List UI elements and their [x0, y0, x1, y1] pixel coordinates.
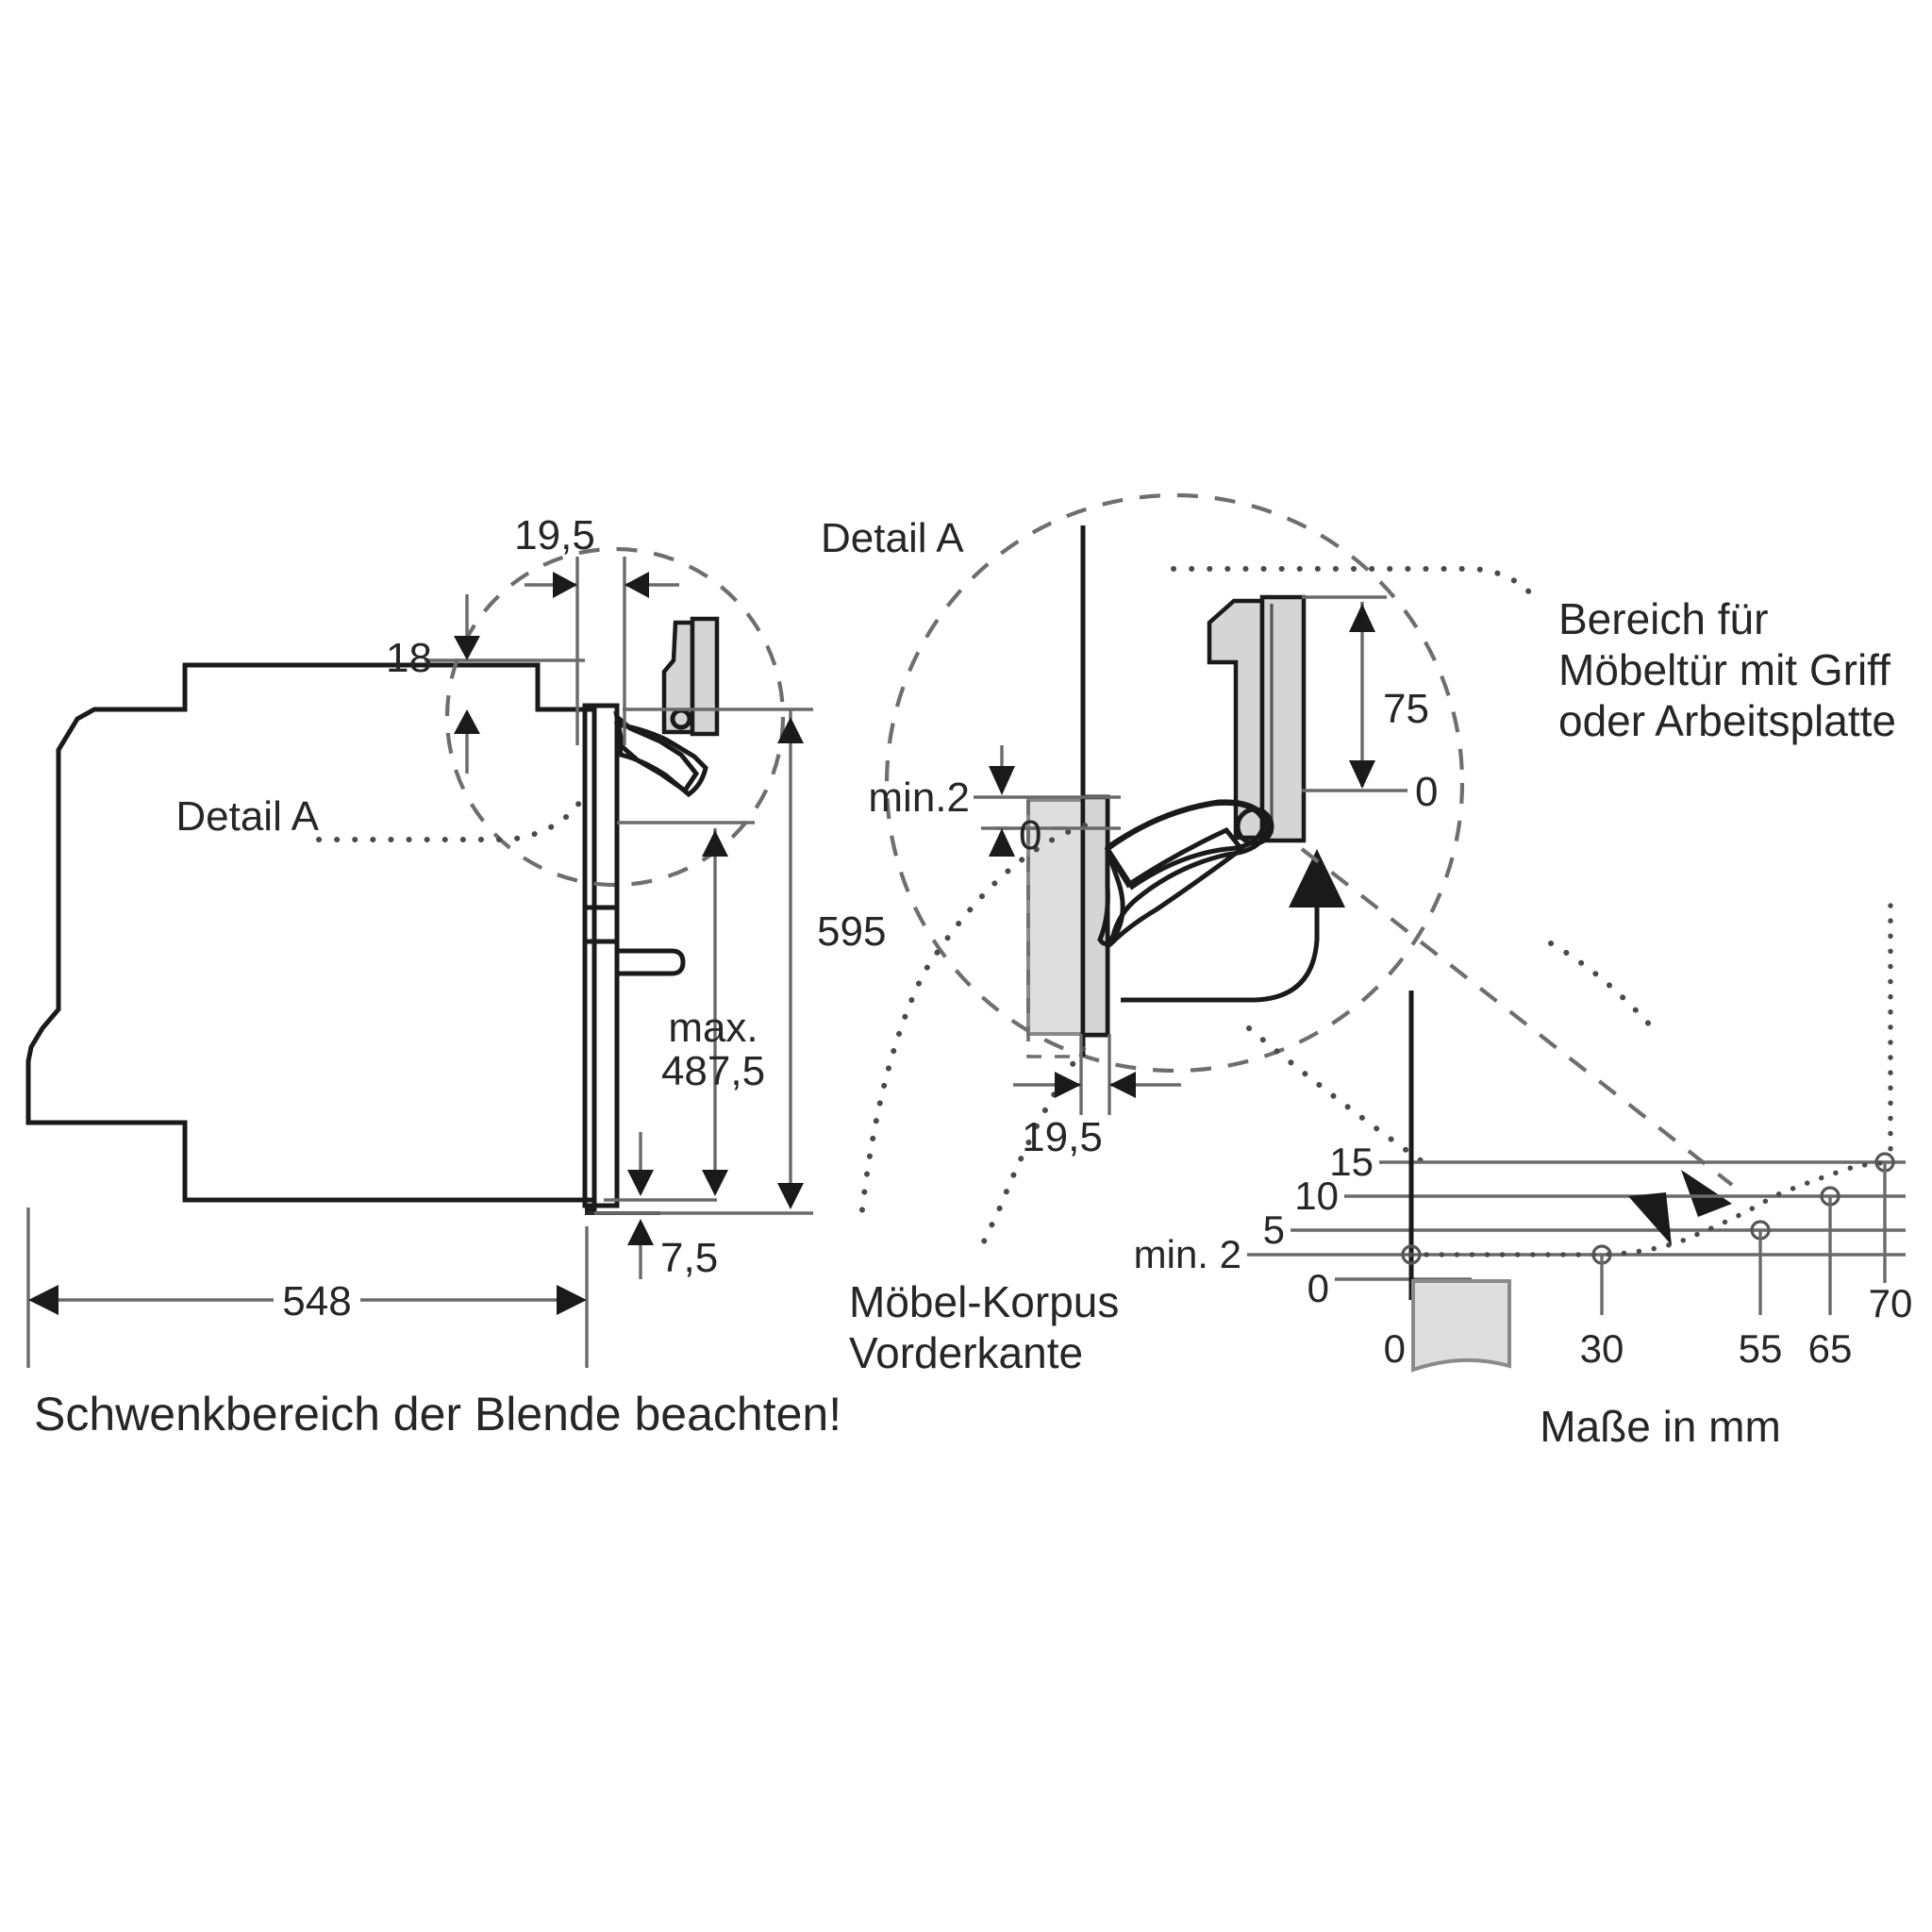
appliance-panel-body [1026, 798, 1089, 1036]
dimension-19-5-left: 19,5 [514, 512, 679, 745]
chart-ylabel-5: 5 [1263, 1208, 1285, 1252]
dimension-18-left: 18 [386, 594, 585, 774]
swing-arrow-curve [1121, 883, 1320, 1003]
door-panel-plate [1259, 594, 1307, 843]
chart-series-curve [1408, 1159, 1890, 1257]
arrow-up-75 [1349, 760, 1375, 789]
oven-top-step [182, 662, 594, 712]
dim-595-label: 595 [817, 908, 886, 955]
dim-487-5-label: 487,5 [661, 1048, 765, 1094]
swing-warning-text: Schwenkbereich der Blende beachten! [34, 1388, 841, 1441]
dimension-548: 548 [26, 1208, 589, 1368]
dimension-7-5: 7,5 [627, 1132, 718, 1281]
detail-a-view: Detail A min.2 0 [821, 492, 1896, 1377]
chart-door-block [1411, 1279, 1511, 1373]
dim-75-label: 75 [1383, 686, 1429, 732]
chart-ylabel-10: 10 [1294, 1174, 1339, 1218]
dim-548-label: 548 [282, 1278, 351, 1324]
swing-arc-circle [444, 546, 786, 888]
chart-ylabel-15: 15 [1329, 1140, 1374, 1184]
panel-plate [690, 616, 720, 737]
arrow-up-595 [777, 717, 804, 743]
left-view-hinge-assembly [613, 616, 720, 798]
oven-bottom-edge [185, 1197, 597, 1212]
korpus-line-2: Vorderkante [849, 1328, 1083, 1377]
bereich-line-2: Möbeltür mit Griff [1558, 645, 1890, 694]
dim-19-5-detail-label: 19,5 [1022, 1114, 1103, 1160]
chart-ylabel-0: 0 [1307, 1266, 1329, 1310]
dimension-min-2: min.2 0 [868, 745, 1121, 858]
dim-max-label: max. [668, 1005, 758, 1051]
arrow-up-487-5 [702, 830, 728, 857]
dim-18-label: 18 [386, 635, 432, 681]
left-detail-a-label: Detail A [175, 793, 319, 840]
dim-min-2-label: min.2 [868, 774, 970, 821]
dimension-19-5-detail: 19,5 [1013, 1034, 1181, 1160]
chart-xlabel-30: 30 [1580, 1326, 1624, 1371]
arrow-left-548 [28, 1285, 58, 1315]
dimension-595: 595 [594, 708, 886, 1215]
chart-xlabel-55: 55 [1739, 1326, 1783, 1371]
door-handle-stub [617, 948, 686, 976]
hinge-arm-left [613, 710, 700, 794]
oven-body-outline [25, 662, 597, 1203]
dimension-max-487-5: max. 487,5 [604, 821, 765, 1202]
arrow-down-min-2 [989, 766, 1015, 795]
hinge-arm-body [1097, 799, 1271, 946]
front-panel-step [585, 905, 620, 944]
annotation-korpus: Möbel-Korpus Vorderkante [849, 1277, 1119, 1377]
furniture-door-panel [1207, 594, 1307, 843]
swing-motion-arrow [1121, 849, 1345, 1003]
dimension-75: 75 0 [1302, 595, 1438, 815]
arrow-down-595 [777, 1183, 804, 1209]
arrow-left-19-5 [625, 572, 649, 598]
detail-hinge-arm [1097, 799, 1274, 949]
bereich-line-3: oder Arbeitsplatte [1558, 696, 1896, 745]
arrow-up-7-5 [627, 1219, 654, 1245]
panel-ghost-outline [1026, 800, 1083, 1058]
projection-arrowhead [1681, 1170, 1732, 1217]
arrow-down-18 [454, 636, 480, 660]
projection-to-chart [1300, 847, 1734, 1187]
swing-clearance-chart: 15 10 5 min. 2 0 0 30 55 65 70 Maße in m… [1134, 903, 1913, 1451]
chart-xlabel-0: 0 [1384, 1326, 1406, 1371]
arrow-down-75 [1349, 604, 1375, 632]
hinge-arm-main [614, 722, 708, 798]
arrow-right-548 [557, 1285, 587, 1315]
arrow-left-19-5-detail [1109, 1072, 1136, 1098]
detail-a-leader-left [316, 788, 590, 842]
bereich-line-1: Bereich für [1558, 594, 1768, 643]
swing-arrow-head [1289, 849, 1345, 908]
chart-ylabel-min2: min. 2 [1134, 1232, 1241, 1276]
units-note: Maße in mm [1540, 1402, 1781, 1451]
leader-bereich-2 [1548, 941, 1656, 1031]
arrow-right-19-5 [553, 572, 577, 598]
arrow-up-18 [454, 709, 480, 734]
left-oven-side-view: 19,5 18 Detail A 595 [25, 512, 886, 1441]
arrow-down-7-5 [627, 1170, 654, 1196]
dim-19-5-label: 19,5 [514, 512, 595, 558]
dim-7-5-label: 7,5 [660, 1235, 718, 1281]
detail-a-circle [884, 492, 1465, 1074]
detail-a-title: Detail A [821, 515, 964, 561]
oven-front-panel [582, 703, 620, 1208]
chart-xlabel-65: 65 [1808, 1326, 1853, 1371]
dim-0-right-label: 0 [1415, 769, 1438, 815]
arrow-right-19-5-detail [1055, 1072, 1081, 1098]
annotation-bereich: Bereich für Möbeltür mit Griff oder Arbe… [1558, 594, 1896, 745]
chart-pointer-arrowhead [1628, 1192, 1672, 1245]
dim-0-left-label: 0 [1019, 812, 1041, 858]
chart-xlabel-70: 70 [1869, 1281, 1913, 1325]
appliance-front-plate-fill [1080, 794, 1110, 1038]
arrow-down-487-5 [702, 1170, 728, 1196]
chart-point-0 [1401, 1244, 1422, 1265]
detail-hinge-pivot [1235, 807, 1274, 846]
korpus-line-1: Möbel-Korpus [849, 1277, 1119, 1326]
arrow-up-min-2 [989, 828, 1015, 857]
